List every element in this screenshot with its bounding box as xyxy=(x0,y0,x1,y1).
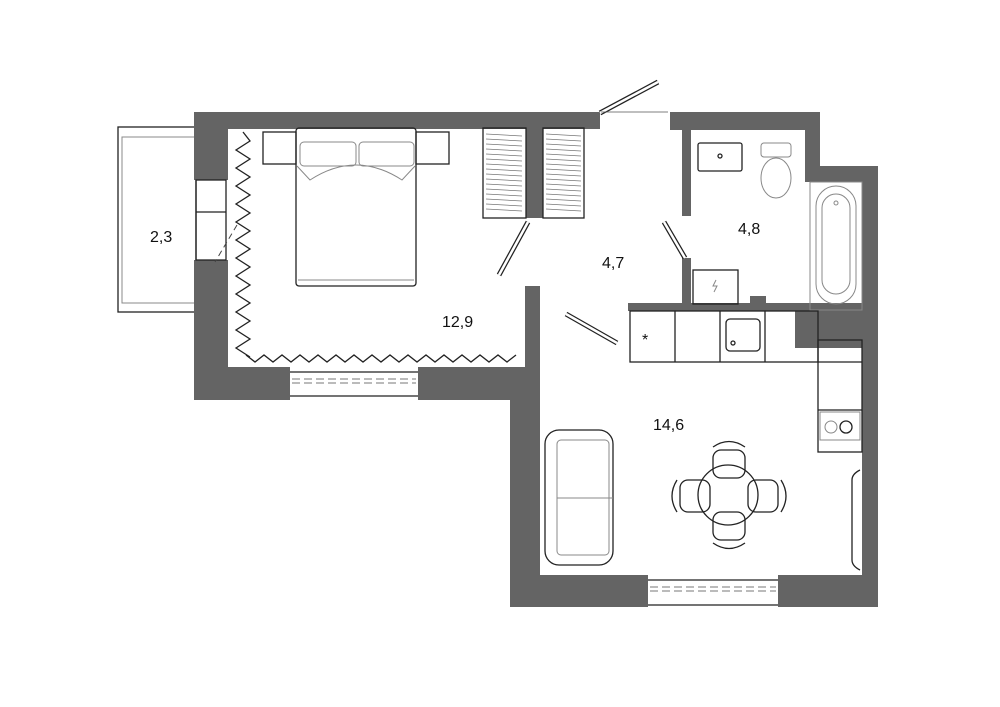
window-living xyxy=(648,579,778,606)
wardrobe-hatch xyxy=(485,193,523,197)
area-balcony: 2,3 xyxy=(150,229,172,246)
dining-table xyxy=(671,440,787,550)
walls xyxy=(194,112,878,607)
wardrobe-hatch xyxy=(485,198,523,202)
wardrobe-hatch xyxy=(545,188,582,192)
sink xyxy=(725,318,761,352)
fridge-mark: * xyxy=(642,332,648,349)
area-bathroom: 4,8 xyxy=(738,221,760,238)
wardrobe-hatch xyxy=(545,143,582,147)
wardrobe-hatch xyxy=(485,133,523,137)
wardrobe-hatch xyxy=(545,178,582,182)
wardrobe-hatch xyxy=(485,158,523,162)
double-bed xyxy=(262,127,450,287)
wardrobe-hatch xyxy=(545,183,582,187)
wardrobe-hatch xyxy=(545,203,582,207)
wardrobe-hatch xyxy=(485,183,523,187)
area-kitchen-living: 14,6 xyxy=(653,417,684,434)
washing-machine xyxy=(692,269,739,305)
wardrobe-hatch xyxy=(485,168,523,172)
washbasin xyxy=(697,142,743,172)
wardrobe-hatch xyxy=(545,208,582,212)
wardrobe-hatch xyxy=(485,163,523,167)
wardrobe-hatch xyxy=(485,203,523,207)
wardrobes xyxy=(482,127,585,219)
wardrobe-hatch xyxy=(545,173,582,177)
kitchen-counter: * xyxy=(629,310,863,571)
wardrobe-hatch xyxy=(485,138,523,142)
area-bedroom: 12,9 xyxy=(442,314,473,331)
bathroom-fixtures xyxy=(692,142,863,311)
curtains xyxy=(234,131,517,363)
wardrobe-hatch xyxy=(545,198,582,202)
wardrobe-hatch xyxy=(545,158,582,162)
wardrobe-hatch xyxy=(545,138,582,142)
balcony-door xyxy=(195,179,238,263)
wardrobe-hatch xyxy=(545,148,582,152)
wardrobe-hatch xyxy=(485,188,523,192)
wardrobe-hatch xyxy=(485,143,523,147)
cooktop xyxy=(819,411,861,441)
wardrobe-hatch xyxy=(485,153,523,157)
wardrobe-hatch xyxy=(545,153,582,157)
wardrobe-hatch xyxy=(485,178,523,182)
wardrobe-hatch xyxy=(485,173,523,177)
windows xyxy=(195,179,778,606)
sofa xyxy=(544,429,614,566)
wardrobe-hatch xyxy=(545,133,582,137)
toilet xyxy=(760,142,792,199)
wardrobe-hatch xyxy=(485,208,523,212)
area-hallway: 4,7 xyxy=(602,255,624,272)
wardrobe-hatch xyxy=(485,148,523,152)
wardrobe-hatch xyxy=(545,193,582,197)
bathtub xyxy=(809,181,863,311)
doors xyxy=(496,79,688,346)
window-bedroom xyxy=(290,371,418,397)
balcony xyxy=(117,126,197,313)
wardrobe-hatch xyxy=(545,163,582,167)
radiator xyxy=(851,469,861,571)
wardrobe-hatch xyxy=(545,168,582,172)
